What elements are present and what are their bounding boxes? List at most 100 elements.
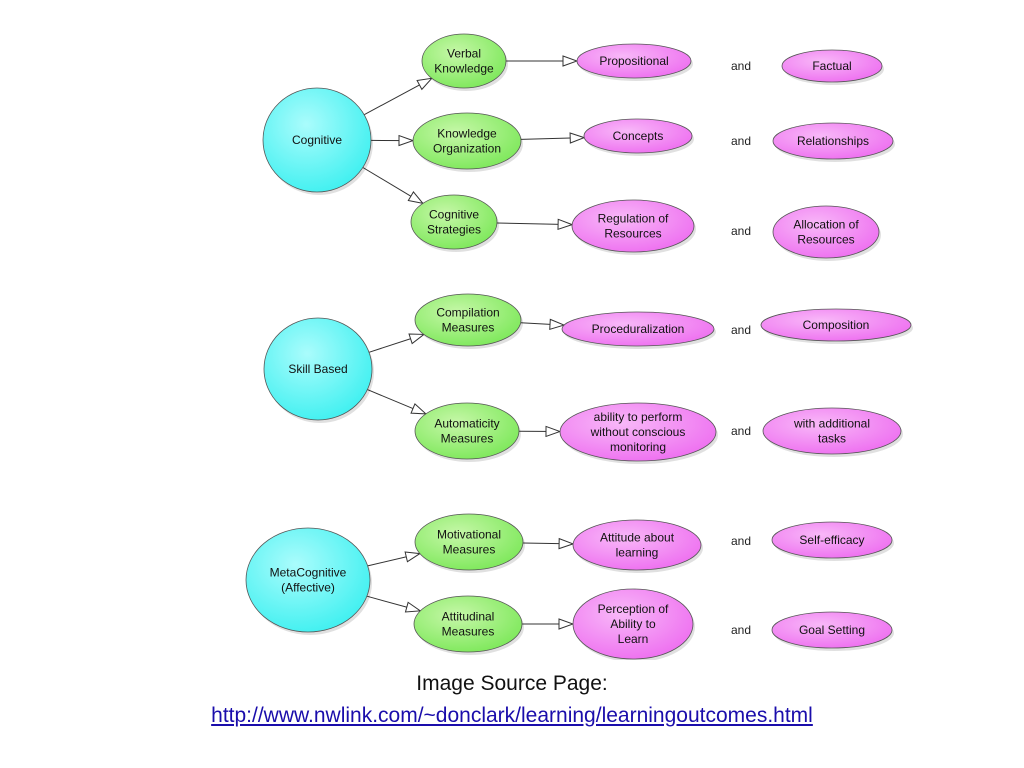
conjunction-and-0-0: and xyxy=(731,59,751,73)
image-source-title: Image Source Page: xyxy=(416,672,608,695)
subcategory-node-1-0-shape xyxy=(414,293,522,347)
arrow-1-1-category-to-sub xyxy=(367,389,426,414)
image-source-link-row: http://www.nwlink.com/~donclark/learning… xyxy=(0,704,1024,728)
category-node-cognitive-label-line: Cognitive xyxy=(292,133,342,147)
outcome-node-0-1: Concepts xyxy=(583,118,694,156)
category-node-cognitive: Cognitive xyxy=(262,87,373,195)
subcategory-node-0-0-shape xyxy=(421,33,507,89)
paired-outcome-node-0-0-label: Factual xyxy=(812,59,851,73)
conjunction-and-1-0: and xyxy=(731,323,751,337)
paired-outcome-node-2-1-shape xyxy=(771,611,893,649)
category-node-metacognitive-affective-label-line: MetaCognitive xyxy=(270,566,347,580)
subcategory-node-0-2-label-line: Cognitive xyxy=(429,208,479,222)
conjunction-and-0-1: and xyxy=(731,134,751,148)
paired-outcome-node-0-1-shape xyxy=(772,122,894,160)
arrow-0-0-category-to-sub xyxy=(363,78,432,116)
outcome-node-2-0-label-line: learning xyxy=(616,546,659,560)
outcome-node-0-1-label: Concepts xyxy=(613,129,664,143)
paired-outcome-node-2-1-label-line: Goal Setting xyxy=(799,623,865,637)
category-node-skill-based-label-line: Skill Based xyxy=(288,362,347,376)
outcome-node-0-0-label-line: Propositional xyxy=(599,54,668,68)
outcome-node-0-0-shape xyxy=(576,43,692,79)
outcome-node-1-0: Proceduralization xyxy=(561,311,716,349)
category-node-metacognitive-affective-label-line: (Affective) xyxy=(281,581,335,595)
outcome-node-0-2-label-line: Resources xyxy=(604,227,661,241)
outcome-node-1-1-label-line: ability to perform xyxy=(594,410,683,424)
subcategory-node-1-1-shape xyxy=(414,402,520,460)
outcome-node-0-2-label-line: Regulation of xyxy=(598,212,669,226)
arrow-2-1-category-to-sub xyxy=(366,595,420,611)
arrow-0-2-category-to-sub xyxy=(362,167,423,204)
outcome-node-2-1-shape xyxy=(572,588,694,660)
subcategory-node-2-1-shape xyxy=(413,595,523,653)
arrow-1-0-category-to-sub xyxy=(368,334,424,353)
category-node-skill-based-label: Skill Based xyxy=(288,362,347,376)
conjunction-and-0-2: and xyxy=(731,224,751,238)
outcome-node-0-0-label: Propositional xyxy=(599,54,668,68)
paired-outcome-node-1-1-label-line: tasks xyxy=(818,432,846,446)
subcategory-node-0-1-label-line: Organization xyxy=(433,142,501,156)
category-node-cognitive-label: Cognitive xyxy=(292,133,342,147)
category-node-cognitive-shape xyxy=(262,87,372,193)
category-node-metacognitive-affective-label: MetaCognitive(Affective) xyxy=(270,566,347,595)
paired-outcome-node-1-1-label-line: with additional xyxy=(793,417,870,431)
image-source-link[interactable]: http://www.nwlink.com/~donclark/learning… xyxy=(211,704,813,727)
paired-outcome-node-2-1: Goal Setting xyxy=(771,611,894,651)
outcome-node-0-2-shape xyxy=(571,199,695,253)
paired-outcome-node-0-0: Factual xyxy=(781,49,884,85)
paired-outcome-node-2-0-label: Self-efficacy xyxy=(799,533,864,547)
paired-outcome-node-1-0-shape xyxy=(760,308,912,342)
conjunction-and-2-0: and xyxy=(731,534,751,548)
subcategory-node-2-1-label-line: Attitudinal xyxy=(442,610,495,624)
category-node-skill-based: Skill Based xyxy=(263,317,374,423)
outcome-node-2-1-label-line: Ability to xyxy=(610,617,656,631)
paired-outcome-node-1-0-label-line: Composition xyxy=(803,318,870,332)
outcome-node-1-0-label: Proceduralization xyxy=(592,322,685,336)
paired-outcome-node-0-2-shape xyxy=(772,205,880,259)
outcome-node-1-0-shape xyxy=(561,311,715,347)
outcome-node-1-1-label-line: without conscious xyxy=(590,425,686,439)
subcategory-node-0-2-label-line: Strategies xyxy=(427,223,481,237)
subcategory-node-0-2-shape xyxy=(410,194,498,250)
subcategory-node-2-0-label-line: Measures xyxy=(443,543,496,557)
paired-outcome-node-1-0: Composition xyxy=(760,308,913,344)
paired-outcome-node-0-1-label: Relationships xyxy=(797,134,869,148)
subcategory-node-1-0-label-line: Measures xyxy=(442,321,495,335)
paired-outcome-node-0-2-label-line: Resources xyxy=(797,233,854,247)
subcategory-node-0-0-label-line: Verbal xyxy=(447,47,481,61)
paired-outcome-node-1-0-label: Composition xyxy=(803,318,870,332)
subcategory-node-0-0-label-line: Knowledge xyxy=(434,62,494,76)
arrow-0-2-sub-to-outcome xyxy=(496,223,572,225)
paired-outcome-node-1-1-shape xyxy=(762,407,902,455)
outcome-node-2-1-label-line: Perception of xyxy=(598,602,669,616)
arrow-2-0-category-to-sub xyxy=(367,554,420,567)
conjunction-and-1-1: and xyxy=(731,424,751,438)
outcome-node-2-1-label-line: Learn xyxy=(618,632,649,646)
paired-outcome-node-0-2-label-line: Allocation of xyxy=(793,218,859,232)
outcome-node-0-0: Propositional xyxy=(576,43,693,81)
